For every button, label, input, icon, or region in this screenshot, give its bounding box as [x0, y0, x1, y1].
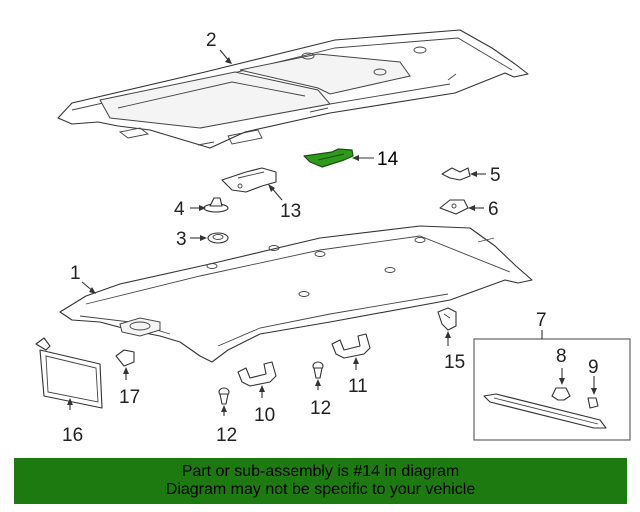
- callout-15: 15: [444, 352, 465, 373]
- part-11-grab-handle[interactable]: [331, 333, 371, 359]
- callout-11: 11: [348, 376, 368, 397]
- callout-1: 1: [70, 263, 81, 284]
- info-banner: Part or sub-assembly is #14 in diagram D…: [14, 458, 627, 504]
- banner-line-2: Diagram may not be specific to your vehi…: [165, 481, 476, 498]
- part-12-retainer-right[interactable]: [312, 361, 324, 379]
- part-17-clip[interactable]: [115, 349, 135, 367]
- part-9-clip[interactable]: [587, 397, 599, 409]
- callout-6: 6: [488, 199, 499, 220]
- callout-12b: 12: [310, 398, 331, 419]
- callout-3: 3: [176, 229, 187, 250]
- part-12-retainer-left[interactable]: [218, 387, 230, 405]
- parts-diagram: 14 13 4 3 5 6: [35, 29, 631, 446]
- callout-2: 2: [206, 30, 217, 51]
- part-8-clip[interactable]: [551, 387, 571, 401]
- part-3-grommet[interactable]: [207, 232, 229, 244]
- callout-5: 5: [490, 165, 501, 186]
- callout-4: 4: [174, 199, 185, 220]
- part-15-clip[interactable]: [437, 307, 457, 331]
- banner-line-1: Part or sub-assembly is #14 in diagram: [181, 463, 460, 480]
- part-14-highlighted-bracket[interactable]: [303, 148, 354, 168]
- part-1-headliner-lower[interactable]: [59, 225, 533, 363]
- part-5-clip[interactable]: [441, 167, 471, 181]
- callout-8: 8: [556, 346, 567, 367]
- part-7-assembly-box: [473, 338, 631, 441]
- part-6-bracket[interactable]: [439, 199, 469, 215]
- part-2-headliner-upper[interactable]: [57, 29, 529, 149]
- part-4-clip[interactable]: [203, 197, 229, 213]
- callout-17: 17: [119, 387, 140, 408]
- callout-7: 7: [536, 310, 547, 331]
- part-13-bracket[interactable]: [221, 167, 277, 193]
- callout-13: 13: [280, 201, 301, 222]
- callout-9: 9: [588, 357, 599, 378]
- part-16-sun-visor[interactable]: [35, 337, 103, 409]
- callout-10: 10: [254, 405, 275, 426]
- callout-12a: 12: [216, 425, 237, 446]
- callout-16: 16: [62, 425, 83, 446]
- part-10-grab-handle[interactable]: [237, 361, 277, 387]
- callout-14: 14: [377, 149, 399, 170]
- arrow-14: [352, 155, 359, 161]
